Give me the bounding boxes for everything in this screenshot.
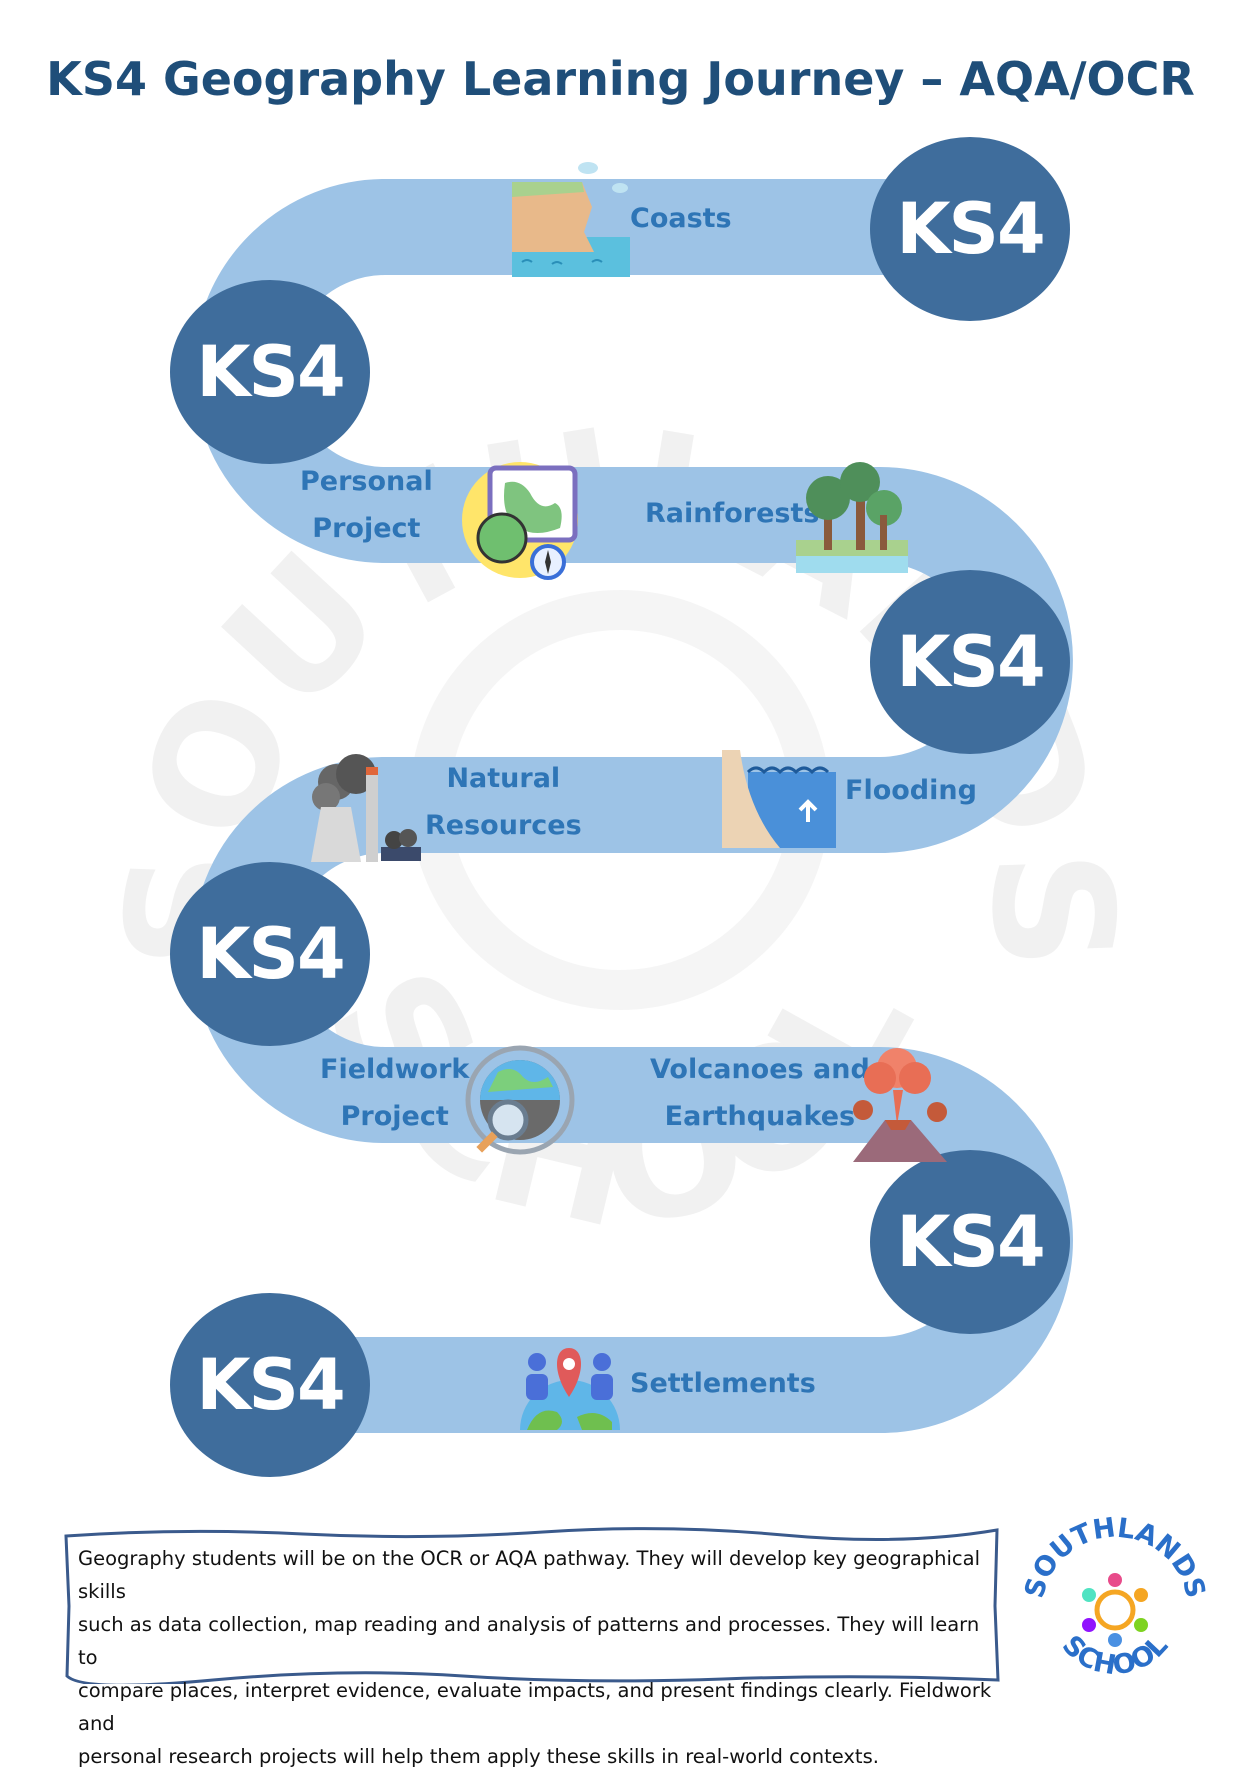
label-line: Rainforests (645, 498, 820, 529)
topic-label-settlements: Settlements (630, 1360, 816, 1407)
ks4-badge: KS4 (870, 137, 1070, 321)
label-line: Coasts (630, 203, 732, 234)
label-line: Resources (425, 810, 582, 841)
coast-cliff-icon (512, 162, 630, 277)
power-plant-coal-icon (311, 754, 421, 862)
label-line: Project (340, 1101, 449, 1132)
ks4-badge: KS4 (170, 862, 370, 1046)
label-line: Earthquakes (664, 1101, 856, 1132)
label-line: Settlements (630, 1368, 816, 1399)
label-line: Project (312, 513, 421, 544)
topic-label-natural-resources: Natural Resources (425, 755, 582, 849)
info-line: Geography students will be on the OCR or… (78, 1547, 981, 1603)
ks4-badge: KS4 (870, 1150, 1070, 1334)
flood-dam-icon (722, 750, 836, 848)
ks4-badge: KS4 (170, 280, 370, 464)
topic-label-personal-project: Personal Project (300, 458, 433, 552)
topic-label-fieldwork-project: Fieldwork Project (320, 1046, 469, 1140)
ks4-badge: KS4 (170, 1293, 370, 1477)
globe-people-pin-icon (520, 1348, 620, 1430)
info-line: compare places, interpret evidence, eval… (78, 1679, 992, 1735)
svg-text:SOUTHLANDS: SOUTHLANDS (1020, 1512, 1210, 1601)
info-text: Geography students will be on the OCR or… (78, 1542, 993, 1773)
logo-top-text: SOUTHLANDS (1020, 1512, 1210, 1601)
rainforest-trees-icon (796, 462, 908, 573)
label-line: Natural (446, 763, 561, 794)
label-line: Personal (300, 466, 433, 497)
ks4-badge: KS4 (870, 570, 1070, 754)
label-line: Volcanoes and (650, 1054, 870, 1085)
volcano-eruption-icon (853, 1048, 947, 1162)
label-line: Fieldwork (320, 1054, 470, 1085)
globe-magnifier-icon (465, 1045, 575, 1155)
topic-label-rainforests: Rainforests (645, 490, 819, 537)
page-title: KS4 Geography Learning Journey – AQA/OCR (46, 52, 1195, 106)
info-box-border (64, 1527, 1000, 1684)
world-map-compass-icon (462, 462, 578, 580)
topic-label-flooding: Flooding (845, 767, 977, 814)
topic-label-volcanoes: Volcanoes and Earthquakes (650, 1046, 870, 1140)
school-logo: SOUTHLANDS SCHOOL (1020, 1512, 1210, 1681)
info-line: personal research projects will help the… (78, 1745, 879, 1768)
label-line: Flooding (845, 775, 977, 806)
info-line: such as data collection, map reading and… (78, 1613, 980, 1669)
topic-label-coasts: Coasts (630, 195, 732, 242)
